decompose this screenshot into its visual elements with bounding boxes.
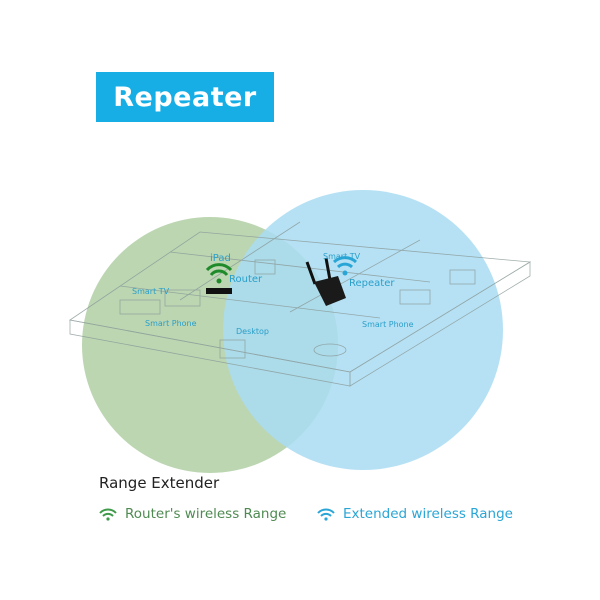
smart-phone-right-label: Smart Phone (362, 320, 414, 329)
legend-title: Range Extender (99, 474, 220, 492)
legend-router-label: Router's wireless Range (125, 506, 287, 522)
repeater-device (305, 256, 358, 306)
ipad-label: iPad (210, 253, 231, 264)
smart-tv-left-label: Smart TV (132, 287, 170, 296)
legend-router-range: Router's wireless Range (99, 506, 286, 522)
wifi-icon (317, 508, 335, 521)
floorplan-outline (68, 221, 532, 387)
repeater-label: Repeater (349, 278, 395, 289)
legend-extended-label: Extended wireless Range (343, 506, 513, 522)
smart-tv-right-label: Smart TV (323, 252, 361, 261)
router-device (205, 263, 233, 294)
extended-range-circle (223, 190, 503, 470)
wifi-icon (99, 508, 117, 521)
legend-extended-range: Extended wireless Range (317, 506, 513, 522)
title-badge: Repeater (96, 72, 274, 122)
router-label: Router (229, 274, 263, 285)
desktop-label: Desktop (236, 327, 269, 336)
smart-phone-left-label: Smart Phone (145, 319, 197, 328)
